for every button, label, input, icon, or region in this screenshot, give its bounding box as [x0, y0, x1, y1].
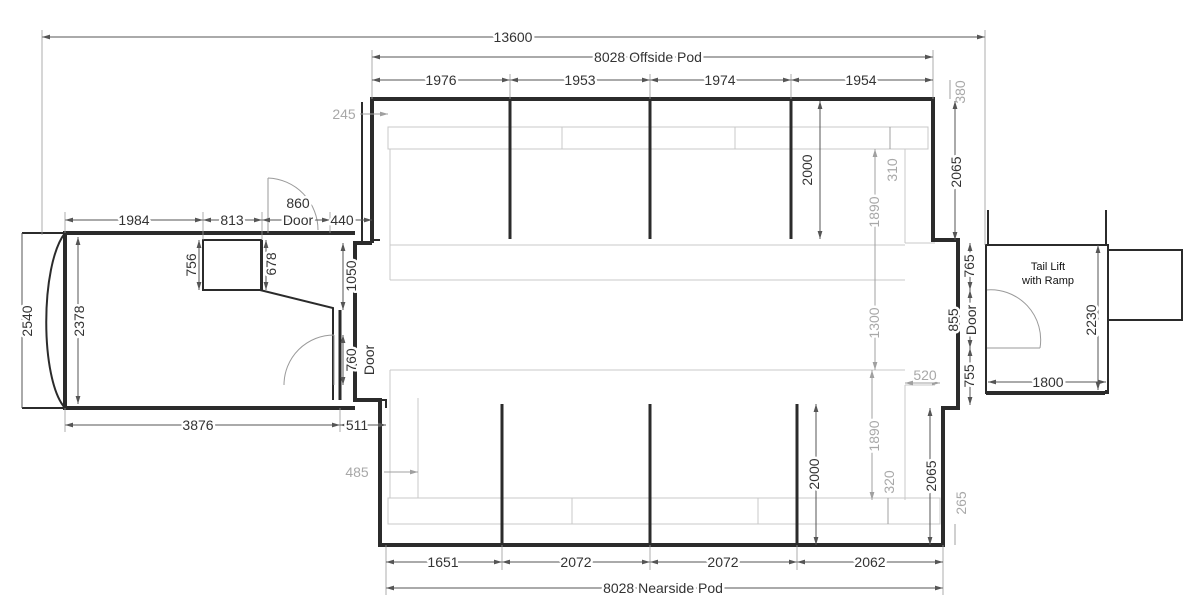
rear-door-swing [985, 289, 1042, 349]
dim-offside-pod: 8028 Offside Pod [594, 49, 702, 65]
dim-nearside-pod: 8028 Nearside Pod [603, 580, 723, 596]
cab-side-door-label: Door [361, 344, 377, 375]
dim-cab-length: 3876 [182, 417, 213, 433]
dim-cabinet-depth-2: 678 [263, 252, 279, 276]
dim-nearside-bay-4: 2062 [854, 554, 885, 570]
bay-partitions [372, 101, 799, 545]
tail-lift-label-2: with Ramp [1021, 275, 1074, 287]
door-swings [267, 177, 1042, 386]
dim-rear-lower: 755 [961, 364, 977, 388]
dim-lift-width: 2230 [1083, 304, 1099, 335]
dim-nearside-bay-3: 2072 [707, 554, 738, 570]
dim-overall-length: 13600 [494, 29, 533, 45]
dim-nearside-corner-step: 520 [913, 367, 937, 383]
dim-cab-inner-width: 2378 [71, 305, 87, 336]
dim-cab-step: 440 [330, 212, 354, 228]
dim-cab-offset: 511 [346, 417, 369, 433]
dim-nearside-inner-depth: 1890 [866, 420, 882, 451]
dim-cab-overall-width: 2540 [19, 305, 35, 336]
side-door-swing [283, 334, 335, 386]
dim-rear-upper: 765 [961, 254, 977, 278]
dim-cab-side-wall: 1050 [343, 260, 359, 291]
dim-offside-inner-depth: 1890 [866, 196, 882, 227]
dim-nearside-inner-offset: 320 [881, 470, 897, 494]
tail-lift-label-1: Tail Lift [1031, 261, 1065, 273]
dim-nearside-left-step: 485 [345, 464, 369, 480]
dim-offside-right-depth: 2065 [948, 156, 964, 187]
dim-cab-side-door: 760 [343, 348, 359, 372]
dim-corridor-width: 1300 [866, 307, 882, 338]
dim-nearside-bottom-gap: 265 [953, 491, 969, 515]
dim-cab-width-2: 813 [220, 212, 244, 228]
dim-offside-top-gap: 380 [952, 80, 968, 104]
dim-offside-left-step: 245 [332, 106, 356, 122]
dim-nearside-bay-1: 1651 [427, 554, 458, 570]
dimensions: 13600 8028 Offside Pod 1976 1953 1974 19… [17, 27, 1106, 599]
dim-nearside-bay-2: 2072 [560, 554, 591, 570]
dim-cabinet-depth: 756 [183, 253, 199, 277]
interior-guides [387, 126, 941, 525]
dim-offside-bay-depth: 2000 [799, 154, 815, 185]
dim-nearside-bay-depth: 2000 [806, 458, 822, 489]
cab-door-label: Door [283, 212, 314, 228]
dim-lift-depth: 1800 [1032, 374, 1063, 390]
tail-lift: Tail Lift with Ramp [985, 210, 1183, 395]
dim-offside-bay-2: 1953 [564, 72, 595, 88]
dim-nearside-right-depth: 2065 [923, 460, 939, 491]
rear-door-label: Door [963, 304, 979, 335]
dim-cab-width-1: 1984 [118, 212, 149, 228]
dim-cab-door-width: 860 [286, 195, 310, 211]
dim-offside-inner-offset: 310 [884, 158, 900, 182]
dim-offside-bay-4: 1954 [845, 72, 876, 88]
dim-offside-bay-3: 1974 [704, 72, 735, 88]
dim-offside-bay-1: 1976 [425, 72, 456, 88]
dim-rear-door: 855 [945, 308, 961, 332]
